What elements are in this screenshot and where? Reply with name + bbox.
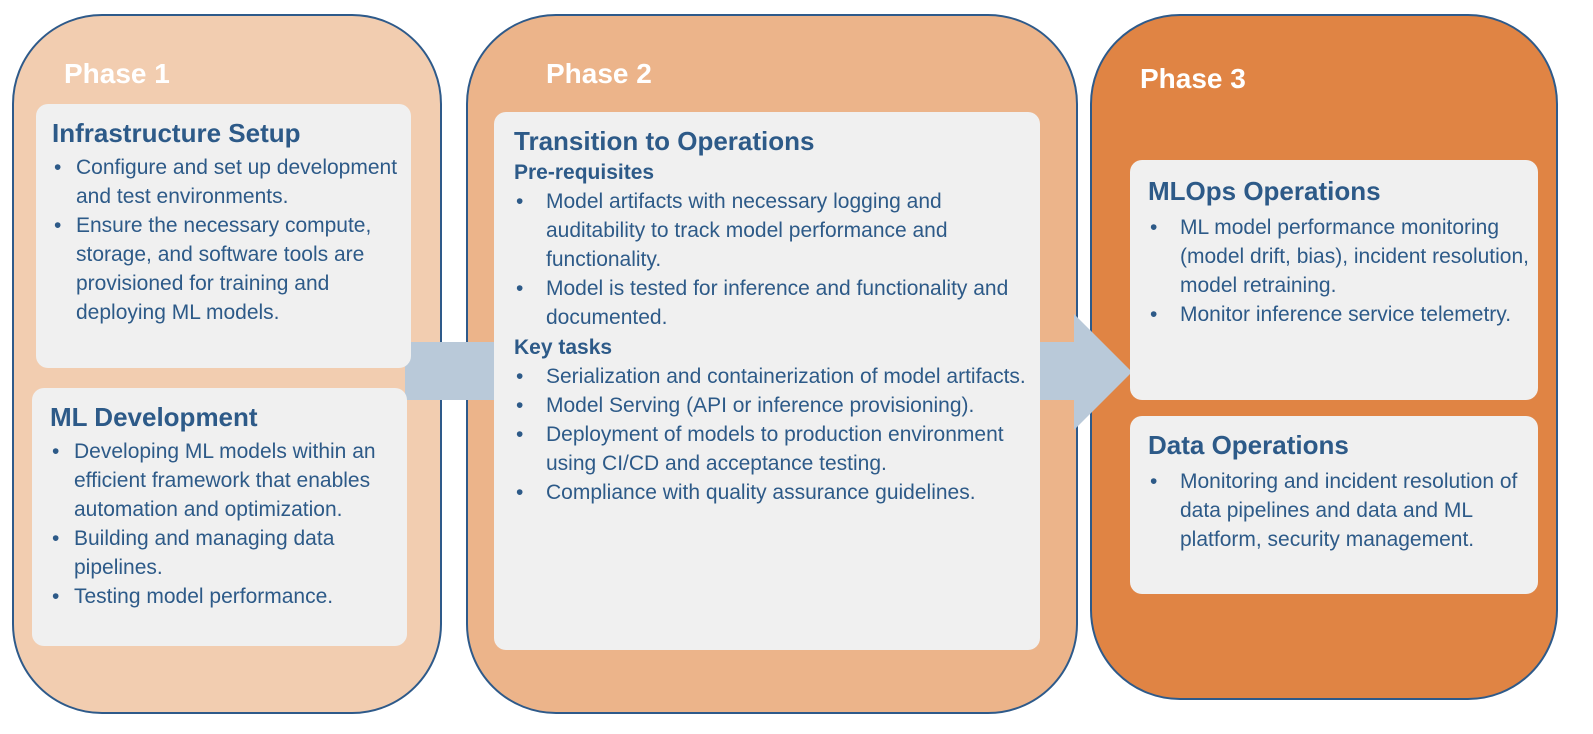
infrastructure-setup-heading: Infrastructure Setup <box>52 118 301 148</box>
data-operations-list: Monitoring and incident resolution of da… <box>1148 467 1532 554</box>
mlops-operations-list: ML model performance monitoring (model d… <box>1148 213 1532 329</box>
mlops-operations-card: MLOps Operations ML model performance mo… <box>1130 160 1538 400</box>
ml-development-list: Developing ML models within an efficient… <box>50 437 403 611</box>
list-item: Deployment of models to production envir… <box>514 420 1034 478</box>
mlops-operations-heading: MLOps Operations <box>1148 176 1381 206</box>
infrastructure-setup-card: Infrastructure Setup Configure and set u… <box>36 104 411 368</box>
arrow-phase1-to-phase2 <box>405 342 505 400</box>
list-item: ML model performance monitoring (model d… <box>1148 213 1532 300</box>
list-item: Developing ML models within an efficient… <box>50 437 403 524</box>
list-item: Compliance with quality assurance guidel… <box>514 478 1034 507</box>
data-operations-heading: Data Operations <box>1148 430 1349 460</box>
phase-3-title: Phase 3 <box>1140 63 1246 94</box>
list-item: Building and managing data pipelines. <box>50 524 403 582</box>
data-operations-card: Data Operations Monitoring and incident … <box>1130 416 1538 594</box>
phase-1-title: Phase 1 <box>64 58 170 89</box>
transition-to-operations-heading: Transition to Operations <box>514 126 815 156</box>
list-item: Model Serving (API or inference provisio… <box>514 391 1034 420</box>
list-item: Ensure the necessary compute, storage, a… <box>52 211 407 327</box>
ml-development-card: ML Development Developing ML models with… <box>32 388 407 646</box>
prerequisites-list: Model artifacts with necessary logging a… <box>514 187 1034 332</box>
transition-to-operations-card: Transition to Operations Pre-requisites … <box>494 112 1040 650</box>
key-tasks-list: Serialization and containerization of mo… <box>514 362 1034 507</box>
ml-development-heading: ML Development <box>50 402 258 432</box>
list-item: Model artifacts with necessary logging a… <box>514 187 1034 274</box>
arrow-phase2-to-phase3 <box>1036 314 1132 430</box>
list-item: Configure and set up development and tes… <box>52 153 407 211</box>
list-item: Testing model performance. <box>50 582 403 611</box>
list-item: Model is tested for inference and functi… <box>514 274 1034 332</box>
phase-2-title: Phase 2 <box>546 58 652 89</box>
key-tasks-heading: Key tasks <box>514 336 613 359</box>
prerequisites-heading: Pre-requisites <box>514 161 655 184</box>
infrastructure-setup-list: Configure and set up development and tes… <box>52 153 407 327</box>
list-item: Serialization and containerization of mo… <box>514 362 1034 391</box>
list-item: Monitor inference service telemetry. <box>1148 300 1532 329</box>
list-item: Monitoring and incident resolution of da… <box>1148 467 1532 554</box>
